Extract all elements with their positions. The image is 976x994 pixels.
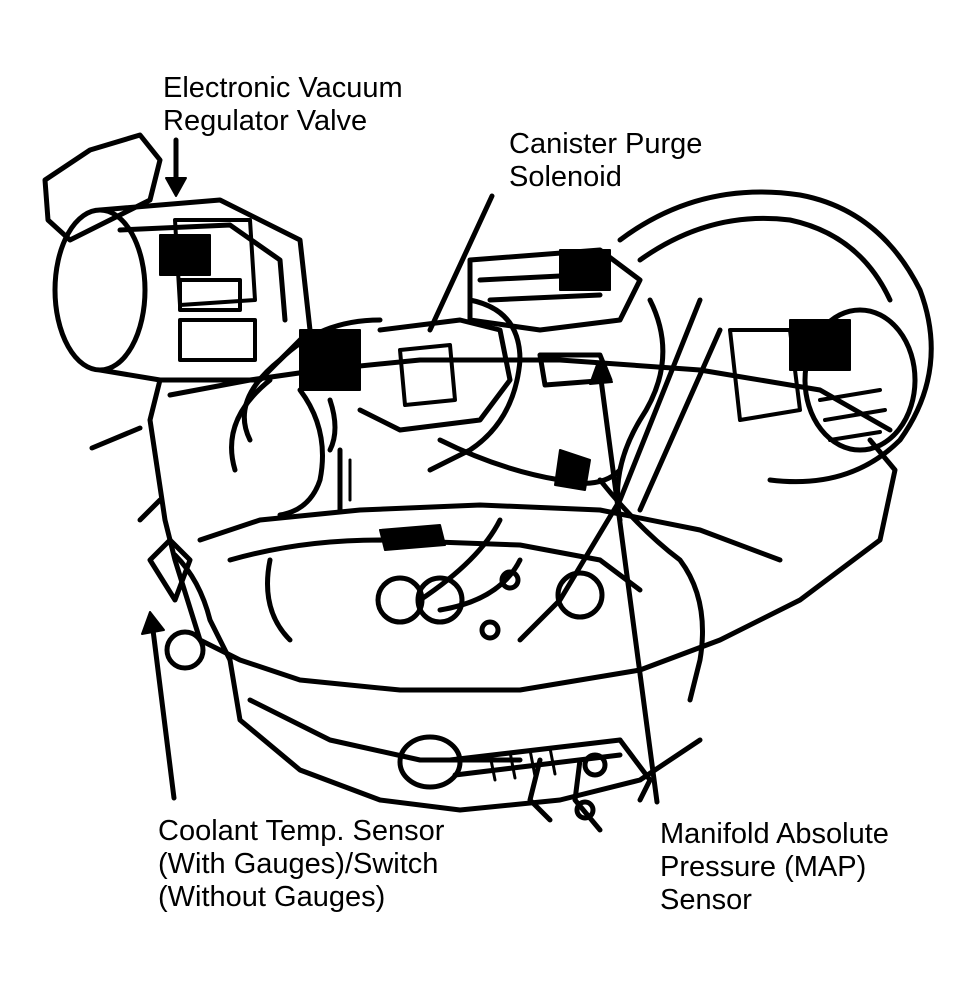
label-line: Electronic Vacuum <box>163 72 403 104</box>
label-line: Solenoid <box>509 161 622 193</box>
intake-hoses <box>229 297 523 518</box>
label-line: Pressure (MAP) <box>660 851 867 883</box>
alternator <box>617 189 934 485</box>
coolant-sensor-area <box>137 497 233 671</box>
label-line: (With Gauges)/Switch <box>158 848 439 880</box>
lower-fittings <box>397 734 653 833</box>
label-electronic-vacuum-regulator-valve: Electronic Vacuum Regulator Valve <box>163 72 403 138</box>
callout-leaders <box>89 137 660 805</box>
label-line: (Without Gauges) <box>158 881 386 913</box>
label-line: Regulator Valve <box>163 105 368 137</box>
label-line: Coolant Temp. Sensor <box>158 815 445 847</box>
label-canister-purge-solenoid: Canister Purge Solenoid <box>509 128 702 194</box>
label-map-sensor: Manifold Absolute Pressure (MAP) Sensor <box>660 818 889 917</box>
canister-purge-area <box>467 247 643 388</box>
wiring-harness <box>437 297 723 703</box>
lower-valve-cover <box>227 517 643 643</box>
vacuum-regulator-assembly <box>42 132 313 383</box>
label-line: Manifold Absolute <box>660 818 889 850</box>
label-coolant-temp-sensor: Coolant Temp. Sensor (With Gauges)/Switc… <box>158 815 444 914</box>
engine-block <box>147 357 898 813</box>
label-line: Sensor <box>660 884 752 916</box>
label-line: Canister Purge <box>509 128 703 160</box>
